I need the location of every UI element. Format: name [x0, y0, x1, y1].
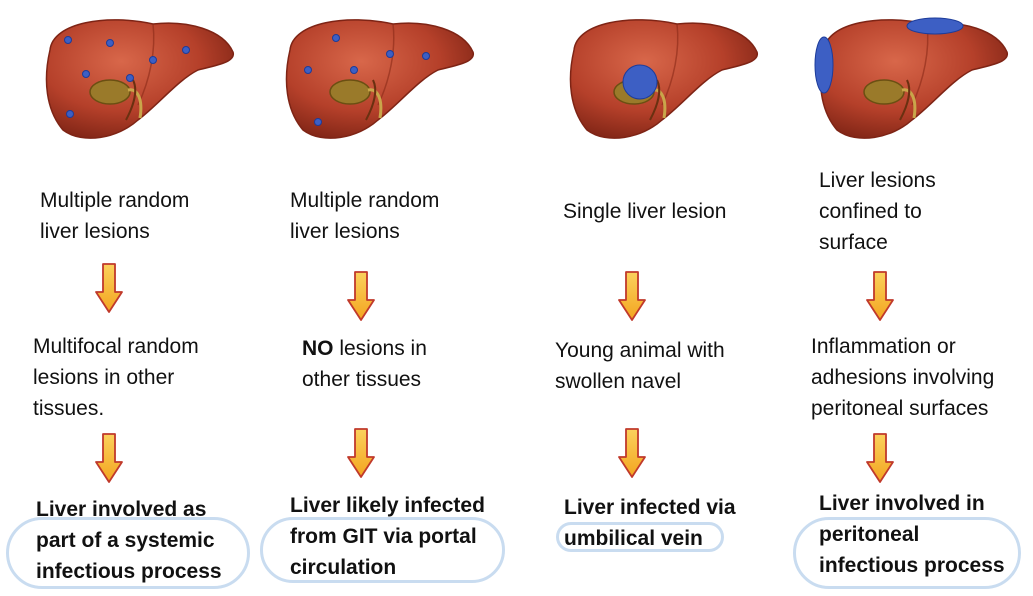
conclusion-text: Liver infected via umbilical vein [564, 496, 736, 550]
down-arrow-icon [865, 432, 895, 484]
down-arrow-icon [346, 270, 376, 322]
column-peritoneal: Liver lesions confined to surface Inflam… [774, 0, 1032, 596]
conclusion-outline [793, 517, 1021, 589]
lesion-dot [314, 118, 322, 126]
lesion-dot [332, 34, 340, 42]
conclusion-text: Liver involved in peritoneal infectious … [819, 492, 1005, 577]
conclusion-text: Liver involved as part of a systemic inf… [36, 498, 222, 583]
lesion-dot [64, 36, 72, 44]
down-arrow-icon [617, 427, 647, 479]
down-arrow-icon [94, 262, 124, 314]
down-arrow-icon [346, 427, 376, 479]
surface-lesion [814, 36, 834, 94]
observation-text: Multiple random liver lesions [290, 189, 440, 243]
conclusion-text: Liver likely infected from GIT via porta… [290, 494, 485, 579]
surface-lesion [906, 17, 964, 35]
lesion-dot [386, 50, 394, 58]
column-portal: Multiple random liver lesions NO lesions… [258, 0, 516, 596]
finding-text: Inflammation or adhesions involving peri… [811, 335, 995, 420]
observation-text: Liver lesions confined to surface [819, 169, 936, 254]
lesion-dot [182, 46, 190, 54]
lesion-dot [66, 110, 74, 118]
down-arrow-icon [617, 270, 647, 322]
finding-text: Multifocal random lesions in other tissu… [33, 335, 199, 420]
down-arrow-icon [94, 432, 124, 484]
liver-multifocal-illustration [278, 10, 478, 150]
lesion-dot [149, 56, 157, 64]
single-lesion [622, 64, 658, 100]
finding-text: NO lesions in other tissues [302, 337, 427, 391]
lesion-dot [126, 74, 134, 82]
lesion-dot [422, 52, 430, 60]
column-systemic: Multiple random liver lesions Multifocal… [0, 0, 258, 596]
liver-multifocal-illustration [38, 10, 238, 150]
down-arrow-icon [865, 270, 895, 322]
conclusion-outline [260, 517, 505, 583]
column-umbilical: Single liver lesion Young animal with sw… [516, 0, 774, 596]
conclusion-outline [6, 517, 250, 589]
finding-text: Young animal with swollen navel [555, 339, 725, 393]
finding-emphasis: NO [302, 337, 334, 360]
conclusion-outline [556, 522, 724, 552]
lesion-dot [304, 66, 312, 74]
lesion-dot [106, 39, 114, 47]
liver-surface-lesion-illustration [814, 17, 1012, 150]
observation-text: Multiple random liver lesions [40, 189, 190, 243]
observation-text: Single liver lesion [563, 200, 727, 223]
lesion-dot [82, 70, 90, 78]
liver-single-lesion-illustration [562, 10, 762, 150]
lesion-dot [350, 66, 358, 74]
